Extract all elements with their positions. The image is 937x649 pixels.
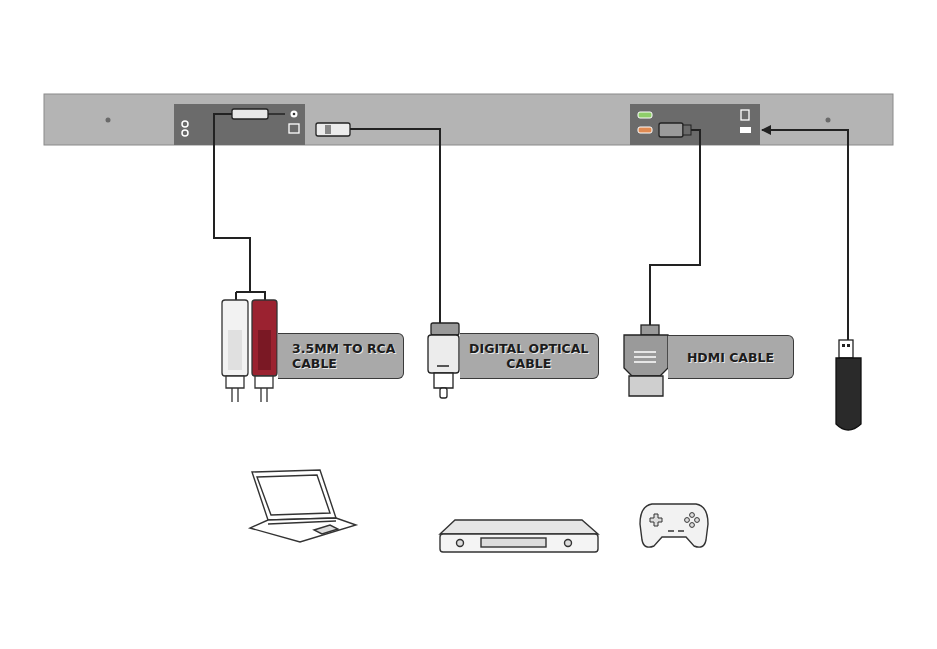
cable-label-text: 3.5MM TO RCA CABLE <box>292 341 396 371</box>
game-controller-icon <box>640 504 708 547</box>
soundbar <box>44 94 893 145</box>
cable-label: HDMI CABLE <box>668 335 794 379</box>
laptop-icon <box>250 470 356 542</box>
cable-label-text: DIGITAL OPTICAL CABLE <box>467 341 591 371</box>
cable-label: 3.5MM TO RCA CABLE <box>278 333 404 379</box>
rca-cable <box>214 109 285 402</box>
cable-label: DIGITAL OPTICAL CABLE <box>460 333 599 379</box>
cable-label-text: HDMI CABLE <box>687 350 774 365</box>
media-player-icon <box>440 520 598 552</box>
usb-drive <box>762 130 861 430</box>
